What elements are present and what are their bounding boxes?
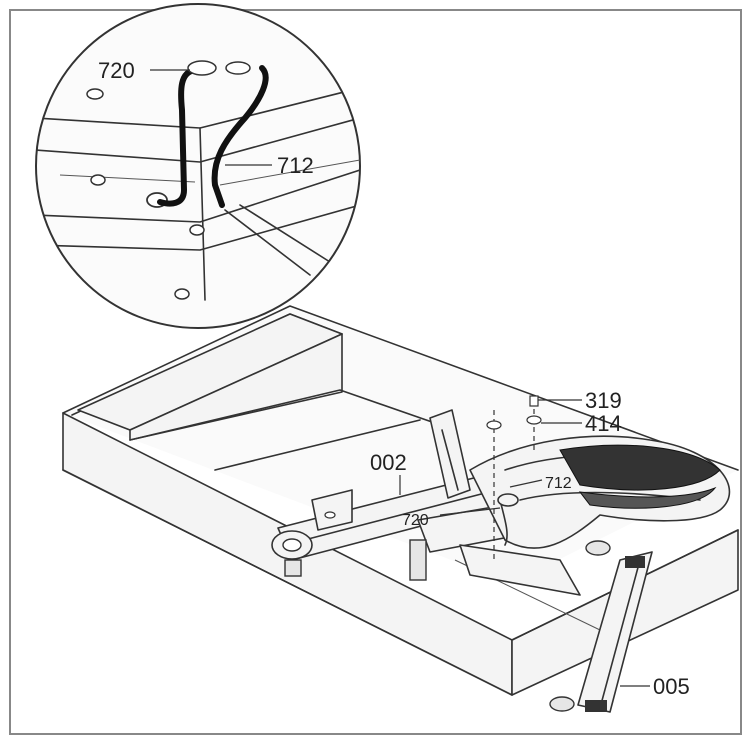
leader-line	[439, 507, 501, 516]
detail-callout-circle: 720 712	[35, 3, 361, 329]
rower-frame	[271, 395, 731, 713]
part-labels: 319 414 002 712 720 005	[370, 388, 690, 699]
washer-414	[526, 415, 542, 425]
hose-712-detail	[211, 65, 269, 208]
tank-grille	[559, 444, 721, 491]
label-414: 414	[585, 411, 622, 436]
label-712-detail: 712	[277, 153, 314, 178]
leader-line	[509, 479, 543, 488]
bolt-319	[529, 395, 539, 407]
label-319: 319	[585, 388, 622, 413]
label-720-main: 720	[402, 512, 429, 529]
hose-720-detail	[157, 67, 198, 207]
label-002: 002	[370, 450, 407, 475]
label-720-detail: 720	[98, 58, 135, 83]
label-712-main: 712	[545, 475, 572, 492]
label-005: 005	[653, 674, 690, 699]
